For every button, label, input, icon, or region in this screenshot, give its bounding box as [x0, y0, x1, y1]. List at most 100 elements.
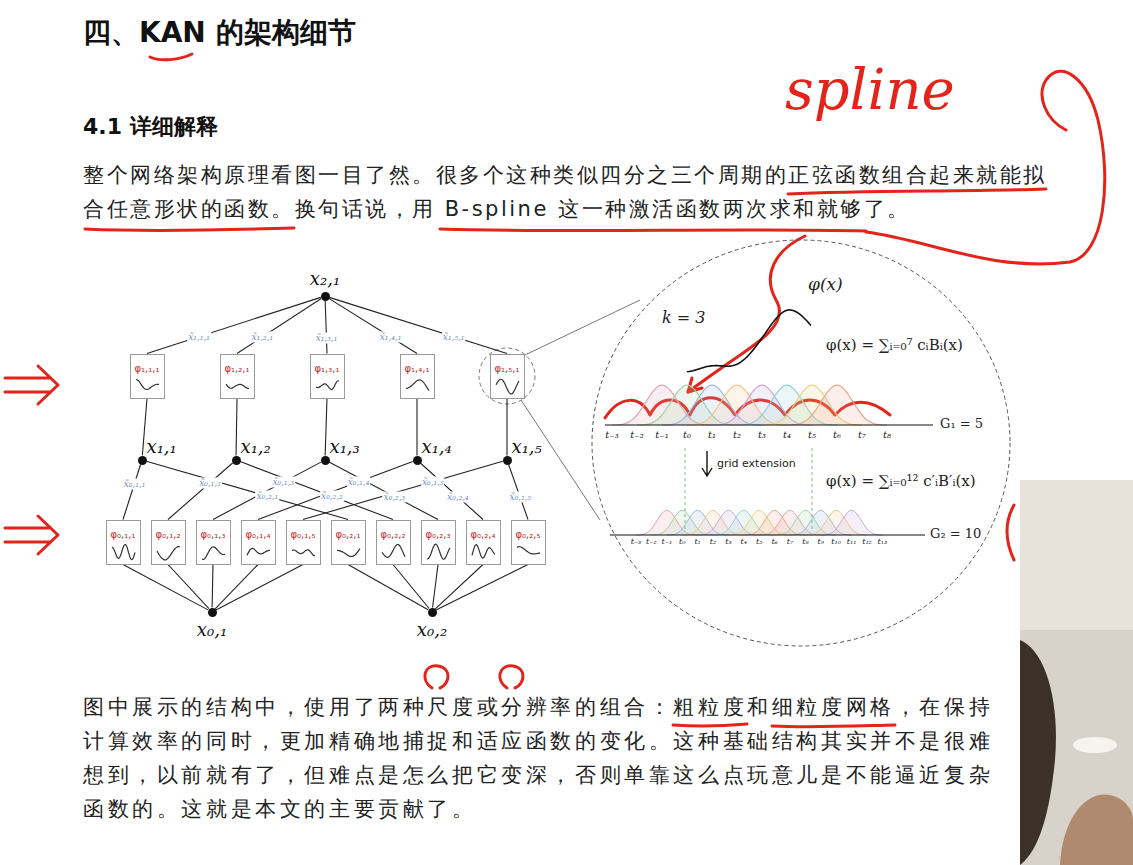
activation-box: φ₀,₂,₄	[466, 520, 501, 565]
inset-label: t₈	[802, 537, 808, 547]
network-edge	[213, 462, 321, 519]
red-underline	[788, 189, 1046, 194]
label-slot: t₀	[683, 428, 691, 441]
label-row: φ₁,₁,₁	[135, 357, 160, 376]
label-slot: x̃₀,₂,₂	[320, 491, 344, 502]
curve-line	[292, 549, 315, 555]
node-label: x₀,₁	[197, 619, 227, 641]
activation-curve	[516, 542, 541, 562]
zoom-indicator	[479, 300, 640, 520]
network-edge	[325, 300, 327, 353]
activation-label: φ₀,₂,₄	[471, 529, 496, 541]
basis-function	[787, 385, 887, 425]
label-slot: t₁₁	[847, 537, 857, 547]
activation-label: φ₀,₂,₅	[516, 529, 541, 541]
activation-label: φ₀,₁,₁	[111, 529, 136, 541]
label-slot: x̃₀,₁,₄	[347, 476, 371, 487]
label-slot: x₁,₁	[147, 436, 177, 458]
label-row: φ₀,₂,₁	[336, 523, 361, 542]
edge-label: x̃₀,₂,₄	[446, 491, 470, 502]
network-node: x₁,₃	[321, 456, 330, 465]
label-slot: t₂	[710, 537, 716, 547]
network-edge	[240, 462, 393, 520]
inset-label: t₁₃	[878, 537, 888, 547]
inset-label: t₆	[771, 537, 777, 547]
label-slot: x̃₀,₁,₃	[271, 477, 295, 488]
edge-label: x̃₁,₁,₁	[187, 331, 211, 342]
label-slot: φ(x)	[808, 274, 843, 295]
network-edge	[506, 399, 507, 456]
inset-outline	[592, 240, 1010, 646]
inset-label: t₃	[758, 428, 766, 441]
inset-label: G₁ = 5	[940, 416, 983, 432]
inset-label: t₇	[787, 537, 793, 547]
activation-box: φ₀,₂,₃	[421, 520, 456, 565]
label-row: φ₀,₁,₁	[111, 523, 136, 542]
label-slot: t₁	[708, 428, 716, 441]
inset-label: t₆	[833, 428, 841, 441]
label-slot: spline	[785, 58, 955, 122]
edge-label: x̃₀,₁,₄	[347, 476, 371, 487]
grid-axis	[605, 424, 933, 425]
label-slot: x₀,₁	[197, 619, 227, 641]
red-underline	[772, 725, 895, 727]
network-edge	[236, 399, 238, 456]
network-edge	[348, 565, 428, 610]
network-edge	[168, 463, 233, 520]
red-annotations	[5, 54, 1105, 727]
network-node: x₀,₁	[208, 608, 217, 617]
network-node: x₁,₂	[232, 456, 241, 465]
label-slot: x̃₁,₂,₁	[250, 331, 274, 342]
inset-label: t₂	[733, 428, 741, 441]
label-row: φ₀,₂,₂	[381, 523, 406, 542]
edge-label: x̃₁,₃,₁	[315, 332, 339, 343]
red-loop	[425, 666, 448, 688]
label-row: φ₀,₁,₅	[291, 523, 316, 542]
curve-line	[112, 544, 135, 559]
node-label: x₁,₁	[147, 436, 177, 458]
inset-label: t₂	[710, 537, 716, 547]
edge-label: x̃₀,₂,₃	[383, 491, 407, 502]
label-slot: t₄	[783, 428, 791, 441]
curve-line	[517, 546, 540, 553]
label-slot: 整个网络架构原理看图一目了然。很多个这种类似四分之三个周期的正弦函数组合起来就能…	[83, 158, 1053, 226]
activation-box: φ₁,₃,₁	[310, 354, 345, 399]
network-edge	[420, 463, 483, 519]
network-edge	[416, 399, 417, 456]
activation-label: φ₁,₁,₁	[135, 363, 160, 375]
label-slot: x₂,₁	[310, 268, 340, 290]
activation-curve	[225, 376, 250, 396]
edge-label: x̃₀,₁,₅	[421, 476, 445, 487]
inset-label: t₁₂	[862, 537, 872, 547]
label-slot: t₈	[802, 537, 808, 547]
inset-label: t₁₁	[847, 537, 857, 547]
network-edge	[123, 464, 141, 519]
label-slot: x̃₀,₂,₅	[508, 492, 532, 503]
network-node: x₁,₄	[413, 456, 422, 465]
label-slot: x̃₁,₄,₁	[379, 331, 403, 342]
label-row: φ₁,₄,₁	[405, 357, 430, 376]
node-label: x₁,₄	[422, 436, 452, 458]
network-node: x₁,₁	[138, 456, 147, 465]
network-edge	[433, 565, 438, 608]
inset-label: t₋₁	[661, 537, 672, 547]
label-row: φ₁,₅,₁	[495, 357, 520, 376]
activation-box: φ₀,₂,₁	[331, 520, 366, 565]
red-double-arrow	[5, 516, 58, 554]
inset-label: t₁₀	[831, 537, 841, 547]
label-row: φ₀,₁,₂	[156, 523, 181, 542]
label-slot: k = 3	[662, 308, 705, 328]
activation-box: φ₀,₁,₃	[196, 520, 231, 565]
network-edge	[258, 462, 413, 520]
activation-label: φ₁,₅,₁	[495, 363, 520, 375]
node-label: x₀,₂	[417, 619, 447, 641]
node-label: x₁,₂	[241, 436, 271, 458]
edge-label: x̃₁,₄,₁	[379, 331, 403, 342]
edge-label: x̃₀,₂,₅	[508, 492, 532, 503]
label-slot: φ(x) = ∑ᵢ₌₀¹² c′ᵢB′ᵢ(x)	[826, 472, 976, 491]
label-row: φ₀,₂,₅	[516, 523, 541, 542]
label-slot: G₂ = 10	[930, 526, 981, 542]
network-edge	[303, 461, 503, 519]
section-heading: 四、KAN 的架构细节	[83, 14, 356, 52]
activation-curve	[405, 376, 430, 396]
